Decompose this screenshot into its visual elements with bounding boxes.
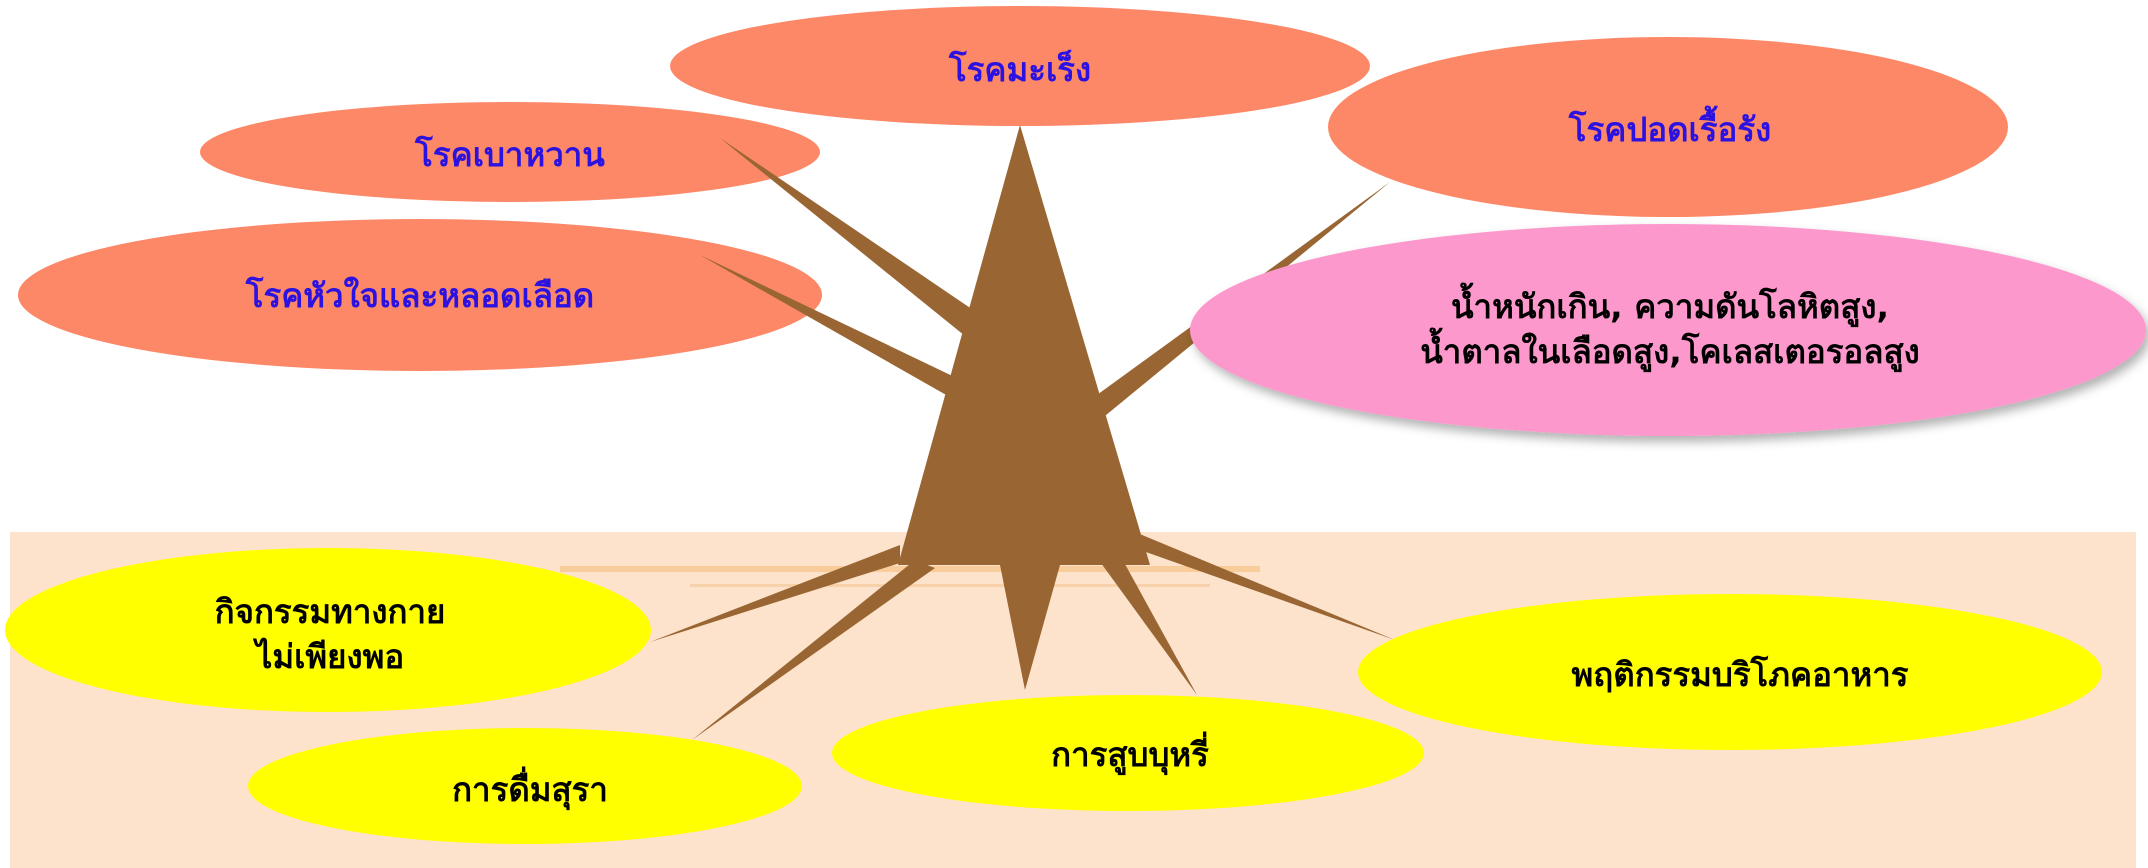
tree-root-alcohol	[692, 560, 935, 740]
physical-activity-line2: ไม่เพียงพอ	[255, 637, 405, 676]
physical-activity-ellipse	[5, 548, 651, 712]
smoking-label: การสูบบุหรี่	[910, 725, 1350, 785]
tree-branch-diabetes	[720, 138, 985, 340]
diet-text: พฤติกรรมบริโภคอาหาร	[1571, 654, 1909, 694]
tree-root-smoking	[1090, 548, 1197, 695]
alcohol-label: การดื่มสุรา	[330, 760, 730, 820]
alcohol-text: การดื่มสุรา	[452, 769, 608, 809]
heart-vascular-text: โรคหัวใจและหลอดเลือด	[245, 275, 595, 315]
risk-factor-ellipse	[1190, 224, 2146, 436]
chronic-lung-ellipse	[1328, 37, 2008, 217]
smoking-text: การสูบบุหรี่	[1051, 734, 1209, 774]
alcohol-ellipse	[248, 728, 802, 844]
chronic-lung-label: โรคปอดเรื้อรัง	[1420, 100, 1920, 160]
cancer-label: โรคมะเร็ง	[770, 40, 1270, 100]
diabetes-text: โรคเบาหวาน	[415, 134, 605, 174]
tree-root-left-activity	[650, 545, 900, 642]
chronic-lung-text: โรคปอดเรื้อรัง	[1568, 109, 1772, 149]
diet-ellipse	[1358, 594, 2102, 750]
tree-root-diet	[1130, 530, 1395, 640]
diabetes-label: โรคเบาหวาน	[250, 127, 770, 183]
diabetes-ellipse	[200, 102, 820, 202]
risk-factor-label: น้ำหนักเกิน, ความดันโลหิตสูง, น้ำตาลในเล…	[1250, 275, 2090, 385]
tree-trunk	[898, 125, 1150, 690]
tree-branch-heart	[700, 255, 965, 400]
risk-factor-line1: น้ำหนักเกิน, ความดันโลหิตสูง,	[1450, 287, 1890, 327]
risk-factor-line2: น้ำตาลในเลือดสูง,โคเลสเตอรอลสูง	[1420, 332, 1920, 371]
cancer-ellipse	[670, 6, 1370, 126]
heart-vascular-label: โรคหัวใจและหลอดเลือด	[40, 266, 800, 326]
diet-label: พฤติกรรมบริโภคอาหาร	[1440, 645, 2040, 705]
heart-vascular-ellipse	[18, 219, 822, 371]
physical-activity-line1: กิจกรรมทางกาย	[214, 592, 446, 632]
ground-stripe-2	[690, 584, 1210, 587]
cancer-text: โรคมะเร็ง	[948, 49, 1092, 89]
physical-activity-label: กิจกรรมทางกาย ไม่เพียงพอ	[80, 580, 580, 690]
smoking-ellipse	[832, 695, 1424, 811]
